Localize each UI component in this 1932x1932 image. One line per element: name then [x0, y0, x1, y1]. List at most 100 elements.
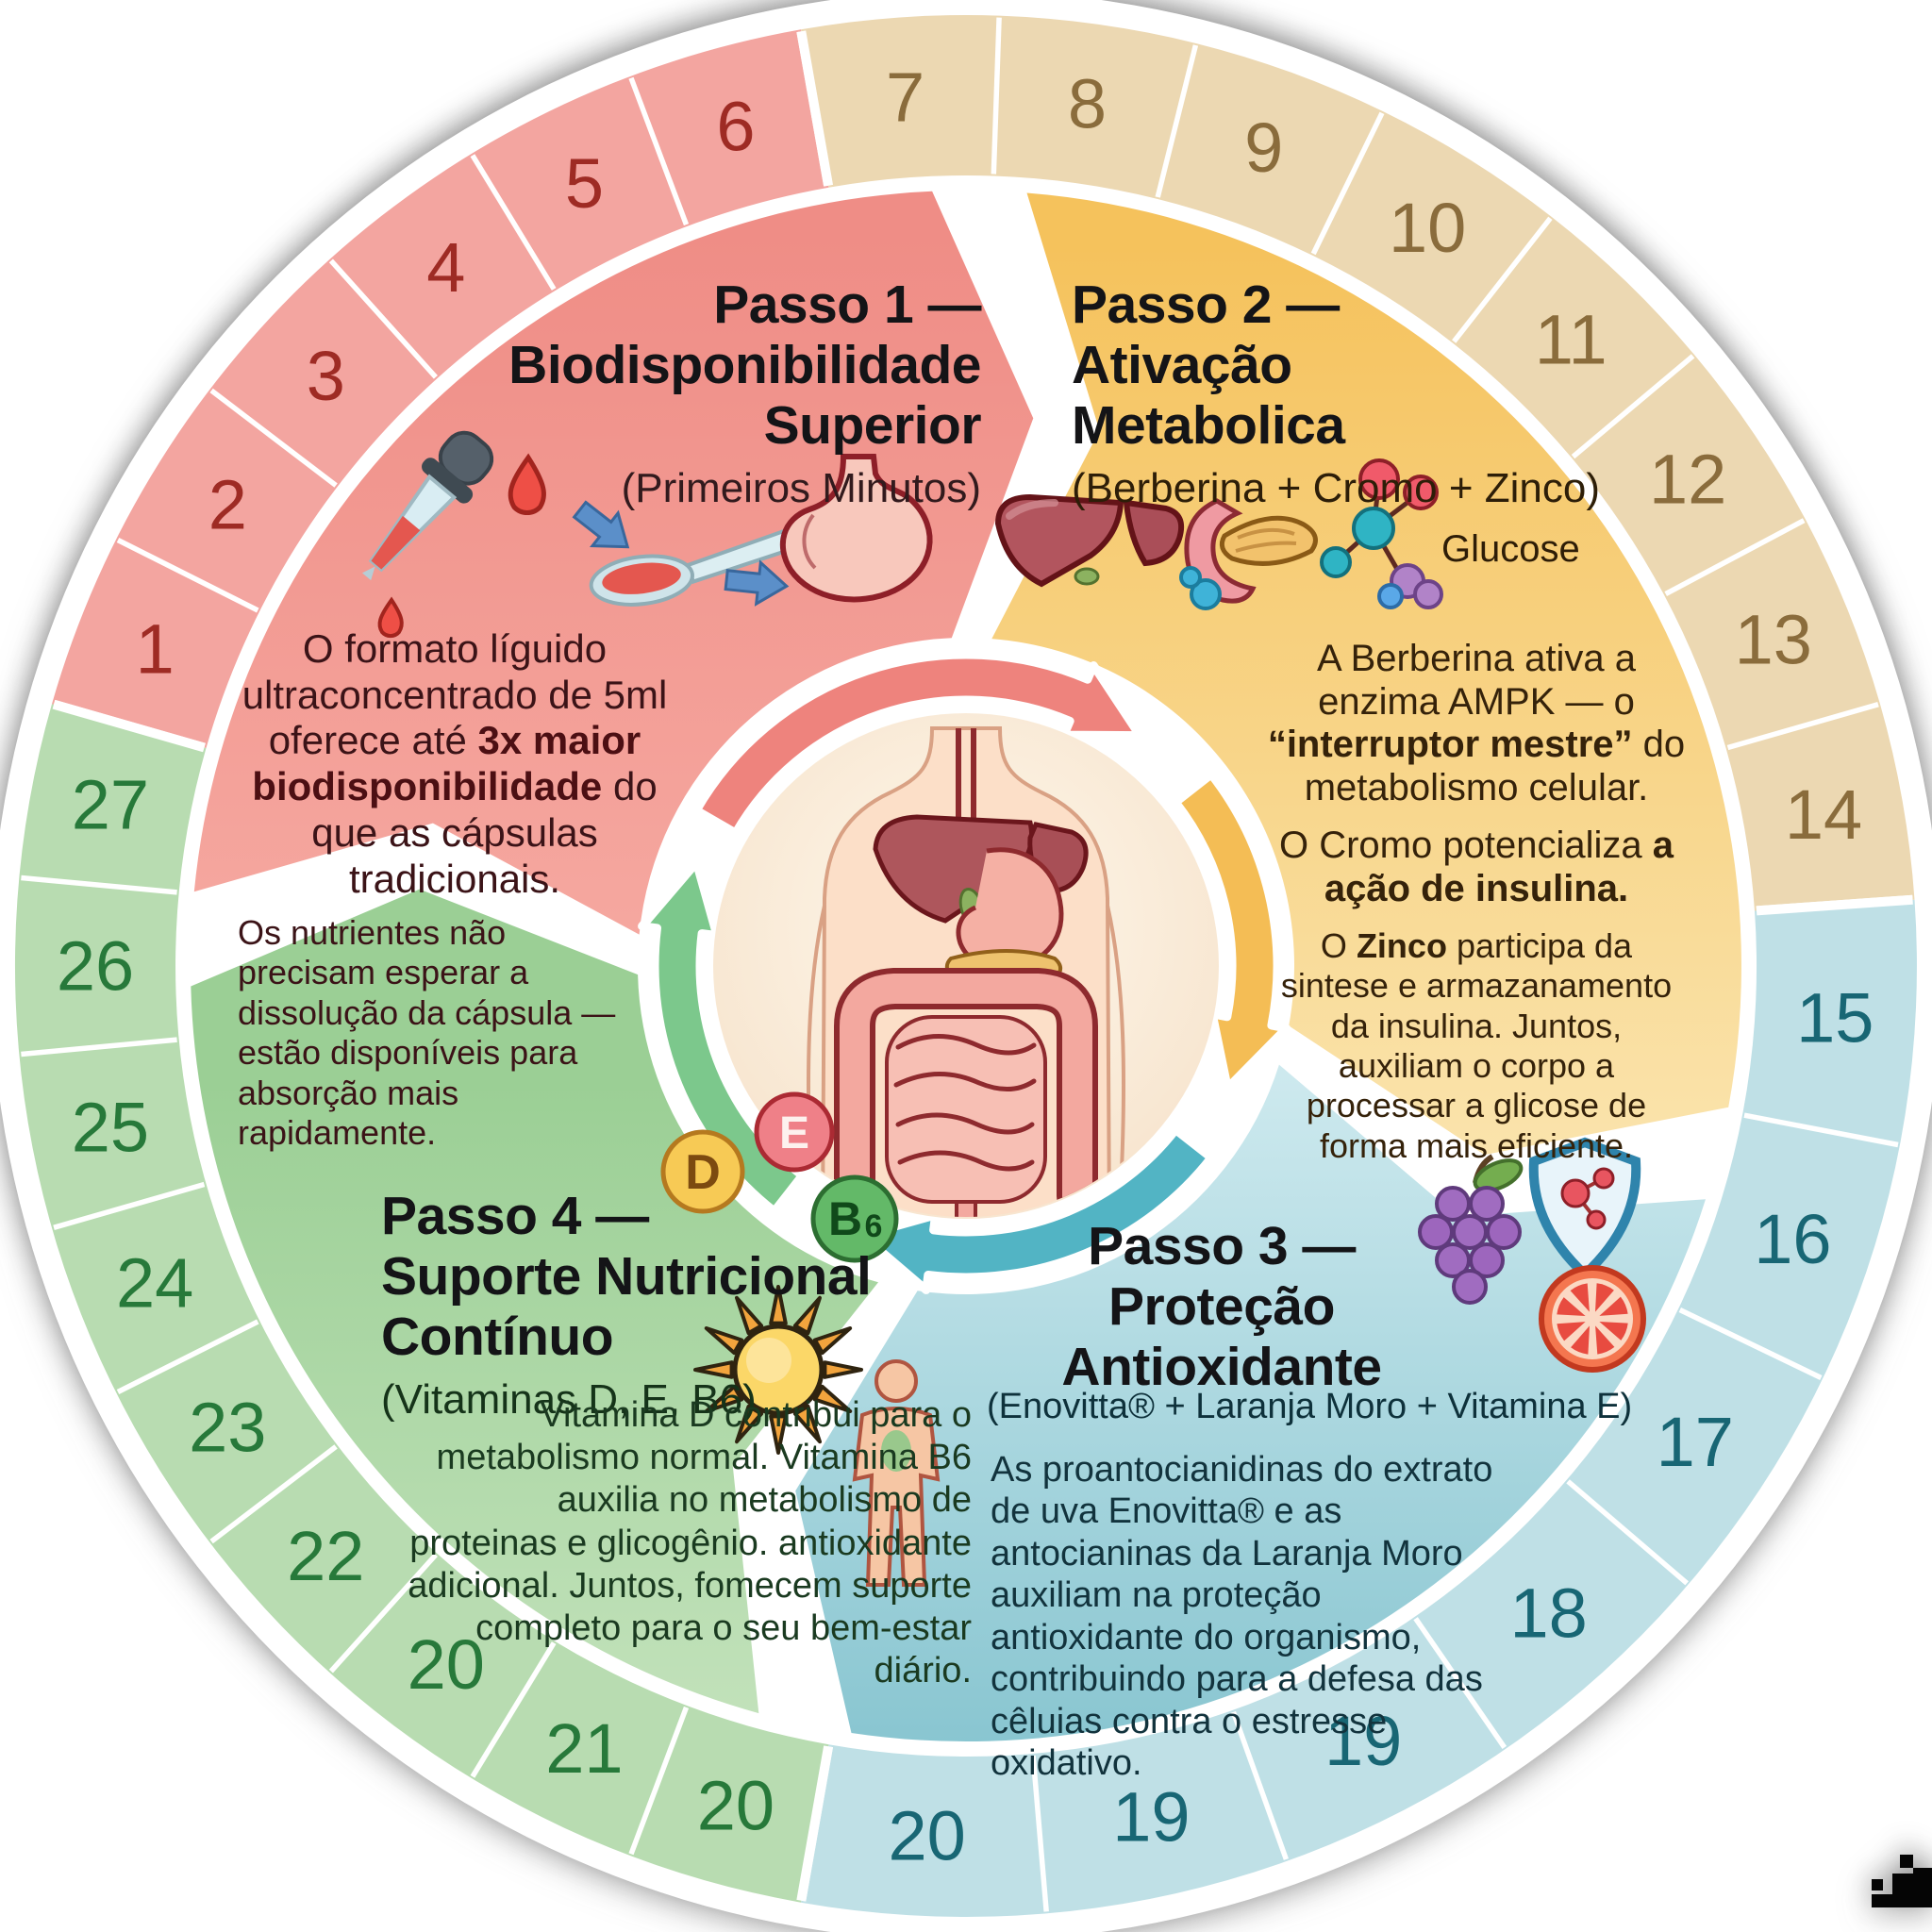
ring-number: 7	[886, 58, 924, 137]
wedge-step2	[991, 192, 1741, 1156]
step1-subtitle: (Primeiros Minutos)	[621, 465, 981, 512]
ring-number: 6	[716, 87, 755, 165]
vitamin-b6-badge: B 6	[810, 1174, 899, 1263]
ring-separator	[628, 1706, 690, 1856]
ring-number: 9	[1244, 108, 1283, 187]
step1-body-secondary: Os nutrientes não precisam esperar a dis…	[238, 913, 616, 1153]
step1-title-line3: Superior	[763, 394, 982, 456]
ring-number: 25	[72, 1088, 149, 1166]
ring-quadrant-green	[14, 704, 829, 1903]
ring-separator	[1413, 1617, 1507, 1749]
ring-separator	[21, 1037, 177, 1058]
ring-separator	[53, 1181, 206, 1230]
step3-body: As proantocianidinas do extrato de uva E…	[991, 1450, 1493, 1784]
ring-number: 18	[1509, 1574, 1587, 1652]
ring-separator	[21, 874, 177, 895]
step2-paragraph-1: A Berberina ativa a enzima AMPK — o “int…	[1264, 638, 1689, 809]
glucose-molecule-icon	[1320, 458, 1443, 609]
step1-title-line1: Passo 1 —	[713, 275, 981, 335]
ring-number: 27	[72, 766, 149, 844]
ring-number: 20	[697, 1767, 774, 1845]
step4-icons: D E B 6	[660, 1091, 941, 1587]
step1-icons	[361, 430, 933, 639]
ring-number: 24	[116, 1243, 193, 1322]
vitamin-d-letter: D	[685, 1145, 721, 1200]
ring-separator	[1756, 894, 1913, 916]
step3-subtitle: (Enovitta® + Laranja Moro + Vitamina E)	[987, 1387, 1633, 1426]
digestive-system-illustration	[713, 713, 1219, 1219]
drop-icon	[508, 453, 546, 515]
drop-icon-small	[377, 596, 404, 639]
vitamin-b-letter: B	[828, 1192, 862, 1245]
corner-artifact	[1872, 1855, 1932, 1907]
ring-separator	[1310, 111, 1385, 256]
flow-arrow-step2	[1171, 770, 1291, 1092]
wedge-step4	[191, 889, 879, 1714]
ring-number: 4	[426, 228, 465, 307]
step2-icons	[994, 458, 1443, 610]
step2-title-line2: Ativação	[1072, 334, 1292, 395]
arrow-right-icon	[724, 559, 790, 607]
stomach-icon	[779, 454, 933, 603]
step2-paragraph-2: O Cromo potencializa a ação de insulina.	[1264, 824, 1689, 910]
ring-separator	[116, 1319, 259, 1394]
step2-bold: Zinco	[1356, 925, 1447, 965]
step2-bold: a ação de insulina.	[1324, 824, 1674, 909]
ring-separator	[116, 538, 259, 613]
ring-quadrant-pink	[52, 29, 829, 749]
ring-separator	[1230, 1710, 1289, 1860]
step3-title-block: Passo 3 — Proteção Antioxidante	[1000, 1216, 1443, 1397]
ring-quadrant-tan	[801, 15, 1915, 911]
ring-number: 13	[1735, 601, 1812, 679]
ring-separator	[52, 699, 206, 753]
ring-separator	[1726, 702, 1879, 751]
pancreas-icon	[1179, 498, 1318, 610]
ring-number: 22	[287, 1517, 364, 1595]
ring-number: 20	[408, 1625, 485, 1704]
step2-title-line3: Metabolica	[1072, 394, 1345, 456]
step4-title-block: Passo 4 — Suporte Nutricional Contínuo (…	[381, 1186, 966, 1424]
human-figure-icon	[852, 1359, 941, 1587]
ring-number: 17	[1657, 1403, 1734, 1481]
ring-separator	[796, 30, 834, 187]
ring-separator	[796, 1745, 834, 1902]
step2-text: A Berberina ativa a enzima AMPK — o	[1317, 638, 1636, 723]
step1-body-bold: 3x maior biodisponibilidade	[252, 718, 641, 809]
step4-body: Vitamina D contribui para o metabolismo …	[408, 1395, 972, 1691]
sun-icon	[693, 1285, 863, 1455]
ring-quadrant-blue	[801, 899, 1917, 1917]
ring-separator	[1678, 1307, 1823, 1380]
colon	[840, 974, 1092, 1211]
ring-number: 15	[1796, 979, 1874, 1058]
step2-paragraph-3: O Zinco participa da sintese e armazanam…	[1264, 926, 1689, 1167]
step1-title-line2: Biodisponibilidade	[508, 334, 981, 395]
ring-number: 23	[189, 1389, 266, 1467]
ring-number: 16	[1754, 1200, 1831, 1278]
arrow-right-icon	[572, 500, 630, 549]
ring-number: 14	[1785, 775, 1862, 854]
step3-icons	[1418, 1137, 1646, 1373]
liver-icon	[994, 493, 1185, 588]
ring-number: 8	[1068, 65, 1107, 143]
step2-body-block: A Berberina ativa a enzima AMPK — o “int…	[1264, 638, 1689, 1166]
step1-body-primary: O formato líguido ultraconcentrado de 5m…	[238, 626, 672, 902]
ring-number: 19	[1112, 1777, 1190, 1856]
small-intestine	[885, 1015, 1047, 1204]
ring-separator	[1452, 216, 1553, 343]
ring-separator	[1566, 1479, 1689, 1586]
step2-title-line1: Passo 2 —	[1072, 275, 1340, 335]
grapes-icon	[1418, 1154, 1524, 1305]
ring-separator	[209, 388, 338, 488]
ring-number: 2	[208, 465, 247, 543]
ring-number: 26	[57, 927, 134, 1006]
step3-title-line1: Passo 3 —	[1088, 1216, 1356, 1276]
ring-separator	[1030, 1755, 1049, 1912]
step1-title-block: Passo 1 — Biodisponibilidade Superior (P…	[396, 275, 981, 512]
step2-text: O Cromo potencializa	[1279, 824, 1653, 867]
ring-separator	[470, 1641, 557, 1778]
step4-title-line1: Passo 4 —	[381, 1186, 649, 1246]
step2-text: participa da sintese e armazanamento da …	[1280, 925, 1673, 1165]
dropper-icon	[361, 430, 494, 581]
